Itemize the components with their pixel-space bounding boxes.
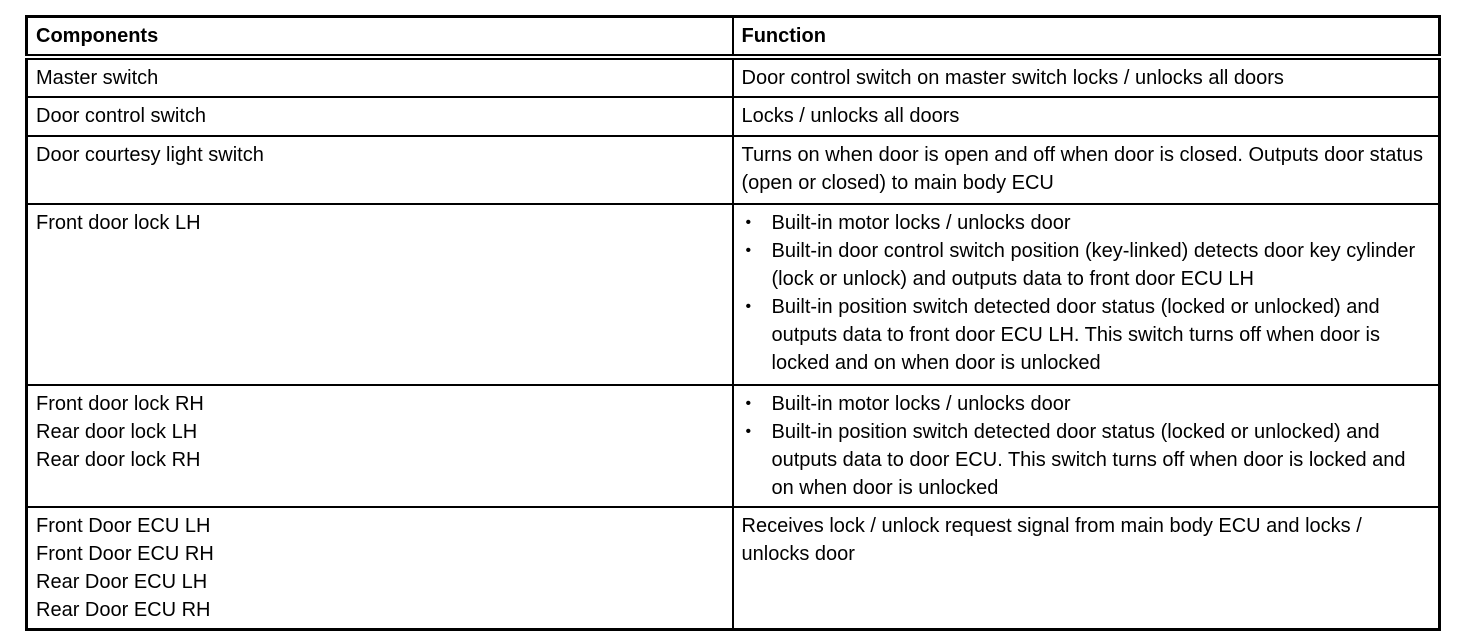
component-cell: Door control switch	[25, 96, 734, 137]
table-row: Master switch Door control switch on mas…	[25, 56, 1441, 98]
bullet-icon: •	[745, 242, 752, 259]
function-text: Locks / unlocks all doors	[741, 105, 960, 127]
component-line: Front door lock RH	[36, 393, 204, 415]
component-line: Rear Door ECU LH	[36, 571, 208, 593]
component-line: Door control switch	[36, 105, 207, 127]
bullet-text: Built-in position switch detected door s…	[771, 296, 1380, 374]
function-text: Door control switch on master switch loc…	[741, 67, 1284, 89]
component-line: Master switch	[36, 67, 159, 89]
function-cell: Receives lock / unlock request signal fr…	[731, 506, 1441, 631]
bullet-icon: •	[745, 423, 752, 440]
bullet-text: Built-in motor locks / unlocks door	[771, 212, 1071, 234]
components-column-header: Components	[25, 15, 734, 60]
component-line: Rear door lock LH	[36, 421, 198, 443]
bullet-text: Built-in position switch detected door s…	[771, 421, 1406, 499]
component-cell: Front door lock LH	[25, 203, 734, 386]
bullet-text: Built-in door control switch position (k…	[771, 240, 1416, 290]
component-line: Front Door ECU RH	[36, 543, 214, 565]
bullet-item: • Built-in motor locks / unlocks door	[742, 390, 1427, 418]
function-cell: Door control switch on master switch loc…	[731, 56, 1441, 98]
function-text: Receives lock / unlock request signal fr…	[741, 515, 1362, 565]
bullet-item: • Built-in motor locks / unlocks door	[742, 209, 1427, 237]
components-function-table: Components Function Master switch Door c…	[25, 15, 1441, 631]
bullet-item: • Built-in door control switch position …	[742, 237, 1427, 293]
component-line: Rear Door ECU RH	[36, 599, 211, 621]
component-cell: Door courtesy light switch	[25, 135, 734, 205]
bullet-icon: •	[745, 395, 752, 412]
function-cell: Turns on when door is open and off when …	[731, 135, 1441, 205]
component-line: Rear door lock RH	[36, 449, 201, 471]
table-row: Front door lock LH • Built-in motor lock…	[25, 203, 1441, 386]
table-header-row: Components Function	[25, 15, 1441, 60]
function-cell: Locks / unlocks all doors	[731, 96, 1441, 137]
function-text: Turns on when door is open and off when …	[741, 144, 1424, 194]
table-row: Door courtesy light switch Turns on when…	[25, 135, 1441, 205]
table-row: Front Door ECU LH Front Door ECU RH Rear…	[25, 506, 1441, 631]
table-row: Front door lock RH Rear door lock LH Rea…	[25, 384, 1441, 508]
function-column-header: Function	[731, 15, 1441, 60]
component-line: Front door lock LH	[36, 212, 201, 234]
component-cell: Front Door ECU LH Front Door ECU RH Rear…	[25, 506, 734, 631]
bullet-icon: •	[745, 214, 752, 231]
table-row: Door control switch Locks / unlocks all …	[25, 96, 1441, 137]
bullet-item: • Built-in position switch detected door…	[742, 293, 1427, 377]
function-cell: • Built-in motor locks / unlocks door • …	[731, 384, 1441, 508]
component-cell: Front door lock RH Rear door lock LH Rea…	[25, 384, 734, 508]
component-line: Door courtesy light switch	[36, 144, 264, 166]
bullet-text: Built-in motor locks / unlocks door	[771, 393, 1071, 415]
function-cell: • Built-in motor locks / unlocks door • …	[731, 203, 1441, 386]
component-line: Front Door ECU LH	[36, 515, 211, 537]
bullet-icon: •	[745, 298, 752, 315]
bullet-item: • Built-in position switch detected door…	[742, 418, 1427, 502]
component-cell: Master switch	[25, 56, 734, 98]
